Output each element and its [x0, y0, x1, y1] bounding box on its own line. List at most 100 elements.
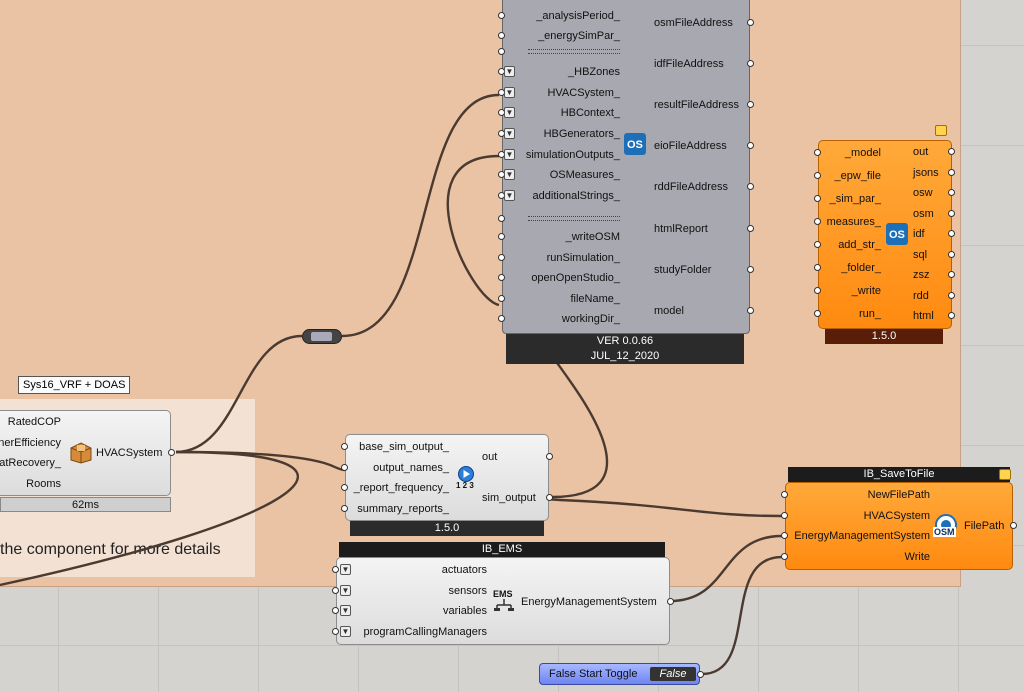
input-port[interactable]	[814, 172, 821, 179]
output-port[interactable]	[546, 453, 553, 460]
energy-management-system-component[interactable]: actuators▼sensors▼variables▼programCalli…	[332, 557, 674, 645]
wire-relay[interactable]	[302, 329, 342, 344]
hvac-output-port[interactable]	[168, 449, 175, 456]
dropdown-arrow-icon[interactable]: ▼	[504, 149, 515, 160]
dropdown-arrow-icon[interactable]: ▼	[504, 169, 515, 180]
dropdown-arrow-icon[interactable]: ▼	[504, 190, 515, 201]
output-port[interactable]	[948, 312, 955, 319]
output-port[interactable]	[948, 230, 955, 237]
input-newfilepath: NewFilePath	[867, 489, 930, 501]
output-out: out	[913, 146, 929, 158]
input-epwfile: _epw_file	[834, 170, 881, 182]
input-port[interactable]	[781, 491, 788, 498]
input-port[interactable]	[814, 241, 821, 248]
input-sensors: sensors	[448, 584, 487, 597]
dropdown-arrow-icon[interactable]: ▼	[340, 564, 351, 575]
output-eiofileaddress: eioFileAddress	[654, 140, 727, 152]
output-port[interactable]	[948, 189, 955, 196]
input-run: run_	[858, 308, 881, 320]
input-hvacsystem: HVACSystem_	[547, 87, 620, 99]
output-port[interactable]	[948, 209, 955, 217]
input-energymanagementsystem: EnergyManagementSystem	[794, 530, 930, 542]
output-idf: idf	[913, 228, 925, 240]
output-port[interactable]	[948, 148, 955, 155]
save-title: IB_SaveToFile	[788, 467, 1010, 482]
output-port[interactable]	[948, 271, 955, 278]
input-port[interactable]	[814, 287, 821, 294]
input-port[interactable]	[332, 627, 339, 635]
output-idffileaddress: idfFileAddress	[654, 58, 724, 70]
input-port[interactable]	[498, 215, 505, 222]
output-port[interactable]	[747, 183, 754, 190]
toggle-label: False Start Toggle	[549, 668, 638, 680]
input-port[interactable]	[498, 12, 505, 19]
hvac-system-component[interactable]: RatedCOPnerEfficiencyeatRecovery_Rooms H…	[0, 410, 175, 496]
input-port[interactable]	[814, 149, 821, 156]
dropdown-arrow-icon[interactable]: ▼	[504, 107, 515, 118]
run-version-footer: 1.5.0	[825, 329, 943, 344]
input-additionalstrings: additionalStrings_	[532, 190, 620, 202]
input-port[interactable]	[814, 195, 821, 202]
toggle-output-port[interactable]	[697, 671, 704, 678]
output-port[interactable]	[747, 266, 754, 273]
input-port[interactable]	[341, 443, 348, 450]
os-version-footer: VER 0.0.66 JUL_12_2020	[506, 334, 744, 364]
input-port[interactable]	[341, 463, 348, 471]
input-separator	[528, 216, 620, 221]
input-measures: measures_	[826, 216, 881, 228]
input-port[interactable]	[781, 532, 788, 539]
hvac-timing-footer: 62ms	[0, 497, 171, 512]
output-sim-output: sim_output	[482, 492, 536, 504]
honeybee-run-energy-simulation-component[interactable]: _analysisPeriod__energySimPar__HBZones▼H…	[498, 0, 754, 334]
save-output-port[interactable]	[1010, 522, 1017, 529]
input-port[interactable]	[498, 254, 505, 261]
hvac-label-panel[interactable]: Sys16_VRF + DOAS	[18, 376, 131, 394]
simulation-output-component[interactable]: base_sim_output_output_names__report_fre…	[341, 434, 553, 521]
toggle-value[interactable]: False	[650, 667, 696, 681]
output-port[interactable]	[747, 60, 754, 67]
input-energysimpar: _energySimPar_	[538, 30, 620, 42]
output-port[interactable]	[747, 19, 754, 26]
output-jsons: jsons	[913, 166, 939, 179]
input-port[interactable]	[341, 504, 348, 512]
dropdown-arrow-icon[interactable]: ▼	[504, 87, 515, 98]
input-port[interactable]	[341, 484, 348, 491]
dropdown-arrow-icon[interactable]: ▼	[340, 625, 351, 637]
input-port[interactable]	[332, 566, 339, 573]
input-port[interactable]	[498, 32, 505, 39]
output-port[interactable]	[747, 225, 754, 232]
dropdown-arrow-icon[interactable]: ▼	[340, 605, 351, 616]
input-simulationoutputs: simulationOutputs_	[525, 149, 620, 161]
input-filename: fileName_	[570, 293, 620, 305]
dropdown-arrow-icon[interactable]: ▼	[504, 128, 515, 139]
input-port[interactable]	[332, 586, 339, 594]
input-port[interactable]	[332, 607, 339, 614]
openstudio-icon: OS	[624, 133, 646, 155]
input-port[interactable]	[498, 315, 505, 322]
dropdown-arrow-icon[interactable]: ▼	[340, 584, 351, 596]
input-port[interactable]	[814, 310, 821, 317]
input-port[interactable]	[498, 274, 505, 281]
output-port[interactable]	[747, 307, 754, 314]
ems-output-port[interactable]	[667, 598, 674, 605]
output-port[interactable]	[747, 101, 754, 108]
input-port[interactable]	[781, 552, 788, 560]
output-port[interactable]	[948, 250, 955, 258]
ems-output-label: EnergyManagementSystem	[521, 596, 657, 608]
output-port[interactable]	[948, 291, 955, 299]
false-start-toggle[interactable]: False Start Toggle False	[539, 663, 704, 685]
input-port[interactable]	[498, 233, 505, 240]
output-port[interactable]	[546, 494, 553, 501]
input-port[interactable]	[498, 295, 505, 302]
input-port[interactable]	[814, 264, 821, 271]
output-port[interactable]	[948, 168, 955, 176]
input-port[interactable]	[814, 218, 821, 225]
input-port[interactable]	[498, 48, 505, 55]
dropdown-arrow-icon[interactable]: ▼	[504, 66, 515, 77]
input-nerefficiency: nerEfficiency	[0, 436, 61, 449]
input-port[interactable]	[781, 511, 788, 519]
openstudio-icon: OS	[886, 223, 908, 245]
output-port[interactable]	[747, 142, 754, 149]
openstudio-run-component[interactable]: _model_epw_file_sim_par_measures_add_str…	[814, 140, 955, 329]
